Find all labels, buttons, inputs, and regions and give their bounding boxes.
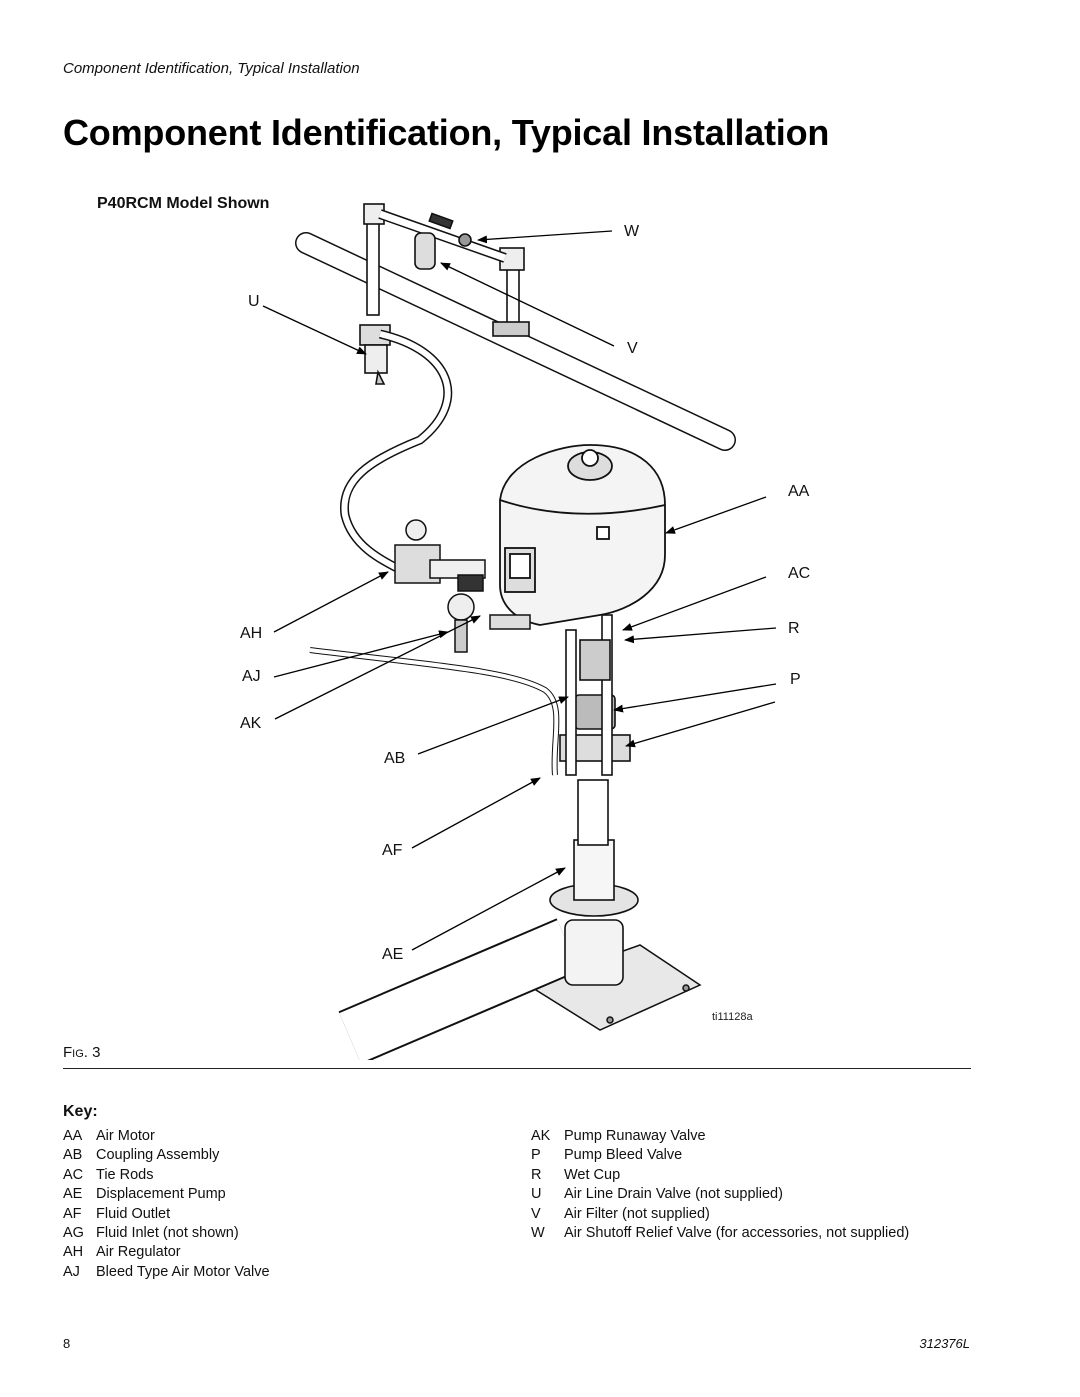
key-title: Key: (63, 1103, 98, 1120)
key-label: Fluid Inlet (not shown) (96, 1224, 239, 1241)
key-code: AJ (63, 1263, 80, 1280)
leader-aa (665, 496, 767, 534)
key-item: W Air Shutoff Relief Valve (for accessori… (531, 1224, 909, 1243)
key-label: Bleed Type Air Motor Valve (96, 1263, 270, 1280)
leader-ac (622, 576, 767, 631)
leader-ah (273, 571, 389, 633)
leader-af (411, 777, 541, 849)
air-drop-assembly (359, 203, 530, 385)
air-motor (499, 444, 666, 626)
key-item: AJ Bleed Type Air Motor Valve (63, 1263, 270, 1282)
key-code: AH (63, 1244, 84, 1261)
callout-ae: AE (382, 946, 403, 963)
inlet-pipe (338, 918, 580, 1060)
key-item: P Pump Bleed Valve (531, 1146, 909, 1165)
key-label: Fluid Outlet (96, 1205, 171, 1222)
key-label: Air Regulator (96, 1244, 181, 1261)
leader-v (440, 262, 615, 347)
key-label: Air Motor (96, 1128, 155, 1144)
key-code: U (531, 1186, 542, 1203)
leader-u (262, 305, 367, 355)
page-title: Component Identification, Typical Instal… (63, 112, 830, 153)
leader-w (477, 230, 613, 244)
callout-ac: AC (788, 565, 810, 582)
callout-u: U (248, 293, 260, 310)
leader-r (624, 627, 777, 644)
image-id: ti11128a (712, 1011, 753, 1023)
key-code: R (531, 1166, 542, 1183)
key-label: Air Line Drain Valve (not supplied) (564, 1186, 783, 1203)
document-number: 312376L (919, 1336, 970, 1351)
figure-caption: FIG. 3 (63, 1044, 100, 1061)
page-number: 8 (63, 1336, 71, 1351)
regulator-assembly (394, 519, 531, 653)
key-code: AF (63, 1205, 82, 1222)
pump-body (549, 614, 639, 986)
fig-caption-smallcaps: IG (72, 1048, 84, 1060)
key-code: AE (63, 1186, 83, 1203)
fluid-hose (309, 647, 560, 776)
callout-af: AF (382, 842, 403, 859)
key-code: V (531, 1205, 541, 1222)
callout-ah: AH (240, 625, 262, 642)
key-code: P (531, 1147, 541, 1164)
key-item: V Air Filter (not supplied) (531, 1205, 909, 1224)
fig-caption-prefix: F (63, 1044, 73, 1061)
leader-ak (274, 615, 481, 720)
section-divider (63, 1068, 971, 1069)
key-item: U Air Line Drain Valve (not supplied) (531, 1185, 909, 1204)
key-list-right: AK Pump Runaway Valve P Pump Bleed Valve R… (531, 1127, 909, 1243)
key-item: AC Tie Rods (63, 1166, 270, 1185)
callout-aa: AA (788, 483, 810, 500)
callout-r: R (788, 620, 800, 637)
key-list-left: AA Air Motor AB Coupling Assembly AC Tie Ro… (63, 1127, 270, 1282)
leader-ab (417, 696, 569, 755)
key-code: AA (63, 1128, 83, 1144)
key-label: Pump Bleed Valve (564, 1147, 683, 1164)
leader-aj (273, 630, 449, 678)
callout-aj: AJ (242, 668, 261, 685)
leader-ab2 (625, 701, 776, 748)
key-code: AC (63, 1166, 84, 1183)
key-item: AH Air Regulator (63, 1243, 270, 1262)
key-code: AG (63, 1224, 84, 1241)
key-label: Coupling Assembly (96, 1147, 220, 1164)
key-item: R Wet Cup (531, 1166, 909, 1185)
callout-w: W (624, 223, 640, 240)
key-item: AA Air Motor (63, 1127, 270, 1146)
key-label: Air Filter (not supplied) (564, 1205, 710, 1222)
leader-p (613, 683, 777, 713)
key-code: W (531, 1224, 545, 1241)
key-code: AK (531, 1128, 551, 1144)
key-code: AB (63, 1147, 83, 1164)
callout-ak: AK (240, 715, 262, 732)
callout-v: V (627, 340, 638, 357)
key-label: Tie Rods (96, 1166, 154, 1183)
key-item: AB Coupling Assembly (63, 1146, 270, 1165)
running-header: Component Identification, Typical Instal… (63, 60, 360, 77)
leader-ae (411, 867, 566, 951)
callout-ab: AB (384, 750, 405, 767)
key-label: Displacement Pump (96, 1186, 226, 1203)
key-item: AE Displacement Pump (63, 1185, 270, 1204)
key-item: AF Fluid Outlet (63, 1205, 270, 1224)
callout-p: P (790, 671, 801, 688)
installation-diagram: W U V AA AC AH R AJ P AK AB AF AE ti1112… (240, 203, 810, 1060)
key-label: Wet Cup (564, 1166, 621, 1183)
fig-caption-number: . 3 (83, 1044, 101, 1061)
model-label: P40RCM Model Shown (97, 195, 270, 212)
key-label: Pump Runaway Valve (564, 1128, 706, 1144)
key-label: Air Shutoff Relief Valve (for accessorie… (564, 1224, 910, 1241)
key-item: AK Pump Runaway Valve (531, 1127, 909, 1146)
key-item: AG Fluid Inlet (not shown) (63, 1224, 270, 1243)
